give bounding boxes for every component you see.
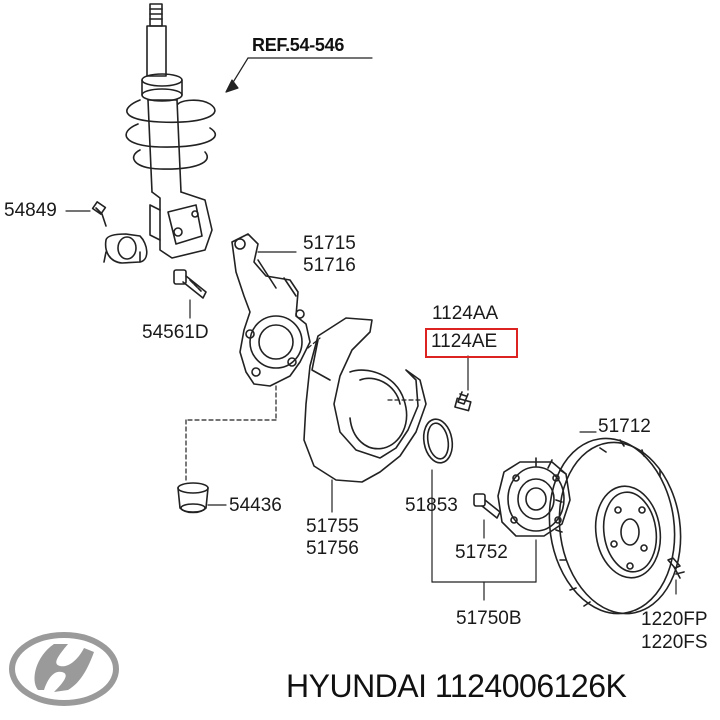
strut-assembly (125, 3, 217, 259)
callout-51756[interactable]: 51756 (306, 538, 359, 559)
callout-51853[interactable]: 51853 (405, 495, 458, 516)
steering-knuckle (231, 233, 311, 387)
hub-assembly (497, 457, 571, 537)
callout-51750b[interactable]: 51750B (456, 608, 522, 629)
callout-1220fs[interactable]: 1220FS (641, 632, 708, 653)
callout-51716[interactable]: 51716 (303, 255, 356, 276)
lower-arm-bushing (177, 482, 209, 514)
knuckle-bolt (173, 269, 207, 299)
stabilizer-link-part (91, 201, 148, 264)
hub-bolt (473, 493, 501, 519)
callout-1124ae[interactable]: 1124AE (431, 331, 498, 352)
dashed-leader (185, 337, 421, 483)
callout-54436[interactable]: 54436 (229, 495, 282, 516)
callout-51752[interactable]: 51752 (455, 542, 508, 563)
callout-1220fp[interactable]: 1220FP (641, 609, 708, 630)
ref-label[interactable]: REF.54-546 (252, 35, 345, 55)
highlight-box (425, 328, 518, 358)
callout-51755[interactable]: 51755 (306, 516, 359, 537)
brake-disc (548, 437, 682, 615)
part-caption: HYUNDAI 1124006126K (286, 668, 627, 704)
hub-mounting-bolt (454, 391, 472, 412)
hyundai-logo-icon (9, 632, 119, 706)
disc-screw (667, 557, 685, 579)
leader-lines (65, 57, 677, 601)
splash-shield (303, 317, 427, 483)
callout-1124aa[interactable]: 1124AA (432, 303, 499, 324)
callout-54561d[interactable]: 54561D (142, 322, 209, 343)
snap-ring (422, 418, 454, 464)
callout-54849[interactable]: 54849 (4, 200, 57, 221)
callout-51712[interactable]: 51712 (598, 416, 651, 437)
callout-51715[interactable]: 51715 (303, 233, 356, 254)
